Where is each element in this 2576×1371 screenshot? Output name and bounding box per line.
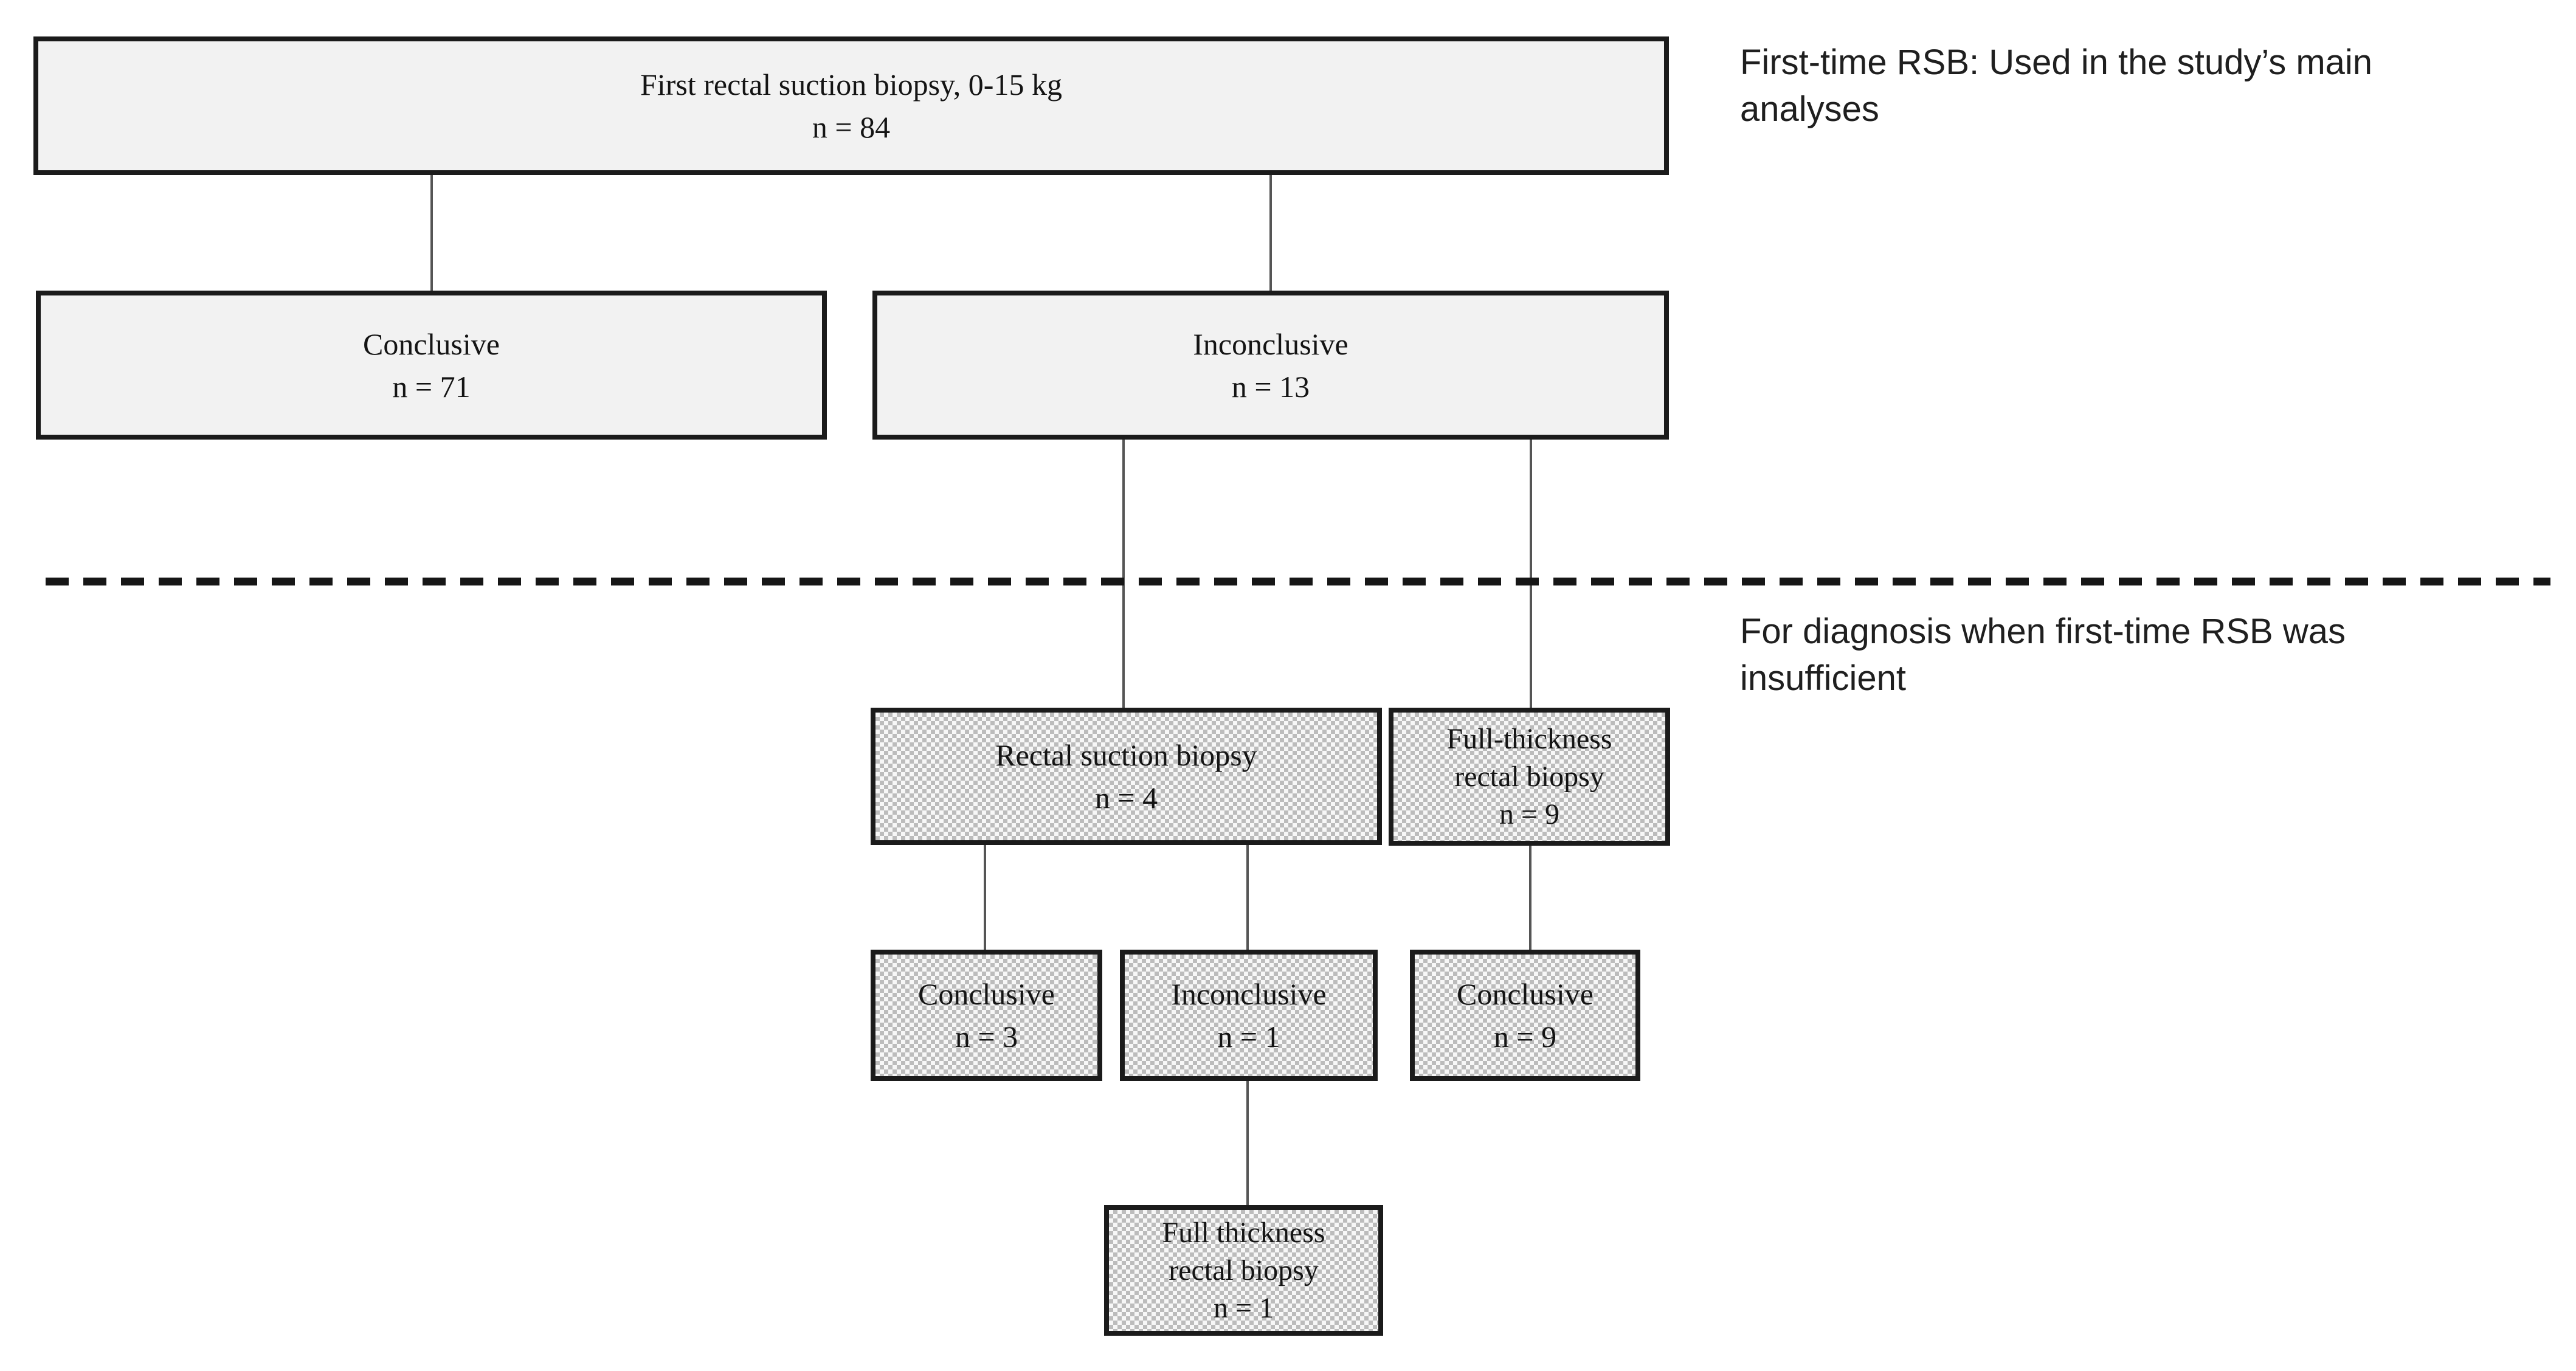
connector-inconclusive13-to-rsb4	[1122, 440, 1125, 708]
annotation-insufficient-rsb: For diagnosis when first-time RSB was in…	[1740, 612, 2346, 698]
connector-rsb4-to-inconclusive1	[1246, 845, 1249, 950]
node-full-thickness-rectal-biopsy-n9: Full-thickness rectal biopsy n = 9	[1389, 708, 1670, 846]
node-full-thickness-rectal-biopsy-n1: Full thickness rectal biopsy n = 1	[1104, 1205, 1383, 1336]
node-inconclusive-n1: Inconclusive n = 1	[1120, 950, 1378, 1081]
connector-rsb4-to-conclusive3	[984, 845, 986, 950]
node-first-rectal-suction-biopsy: First rectal suction biopsy, 0-15 kg n =…	[33, 36, 1669, 175]
node-conclusive-n9: Conclusive n = 9	[1410, 950, 1640, 1081]
section-divider-dashed-line	[46, 578, 2550, 585]
connector-inconclusive13-to-ftrb9	[1530, 440, 1532, 708]
connector-ftrb9-to-conclusive9	[1529, 846, 1531, 950]
node-conclusive-n3: Conclusive n = 3	[871, 950, 1102, 1081]
connector-first-to-conclusive71	[430, 175, 433, 291]
connector-inconclusive1-to-ftrb1	[1246, 1081, 1249, 1205]
connector-first-to-inconclusive13	[1269, 175, 1272, 291]
node-inconclusive-n13: Inconclusive n = 13	[872, 291, 1669, 440]
annotation-first-time-rsb: First-time RSB: Used in the study’s main…	[1740, 43, 2373, 129]
node-conclusive-n71: Conclusive n = 71	[36, 291, 827, 440]
node-rectal-suction-biopsy-n4: Rectal suction biopsy n = 4	[871, 708, 1382, 845]
